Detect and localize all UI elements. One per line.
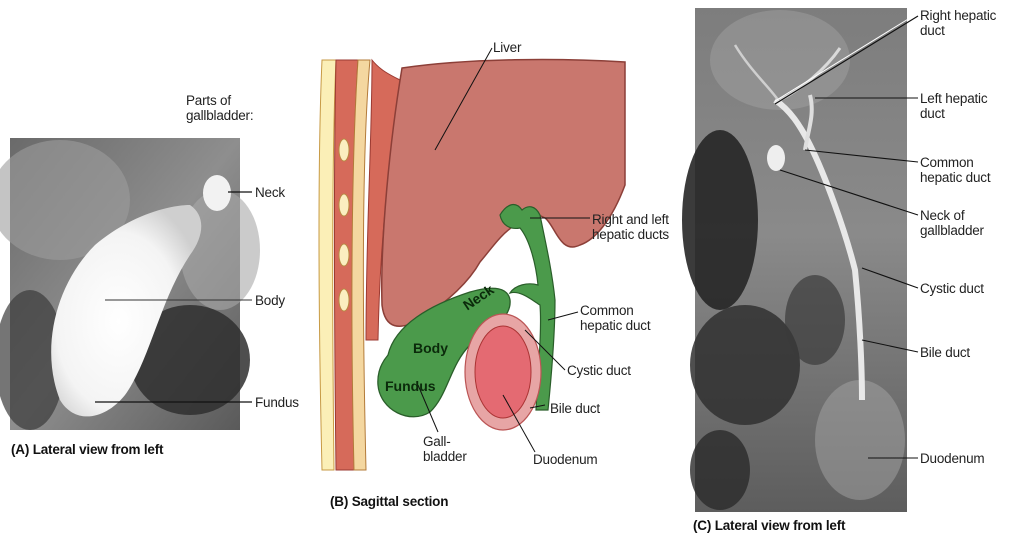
caption-c: (C) Lateral view from left [693, 518, 845, 533]
label-common-hepatic-duct-c: Common hepatic duct [920, 155, 990, 185]
gallbladder-neck-opacity-c [767, 145, 785, 171]
label-cystic-duct-c: Cystic duct [920, 281, 984, 296]
label-bile-duct-c: Bile duct [920, 345, 970, 360]
label-right-hepatic-duct: Right hepatic duct [920, 8, 996, 38]
label-duodenum-c: Duodenum [920, 451, 984, 466]
label-left-hepatic-duct: Left hepatic duct [920, 91, 987, 121]
label-neck-of-gallbladder: Neck of gallbladder [920, 208, 984, 238]
